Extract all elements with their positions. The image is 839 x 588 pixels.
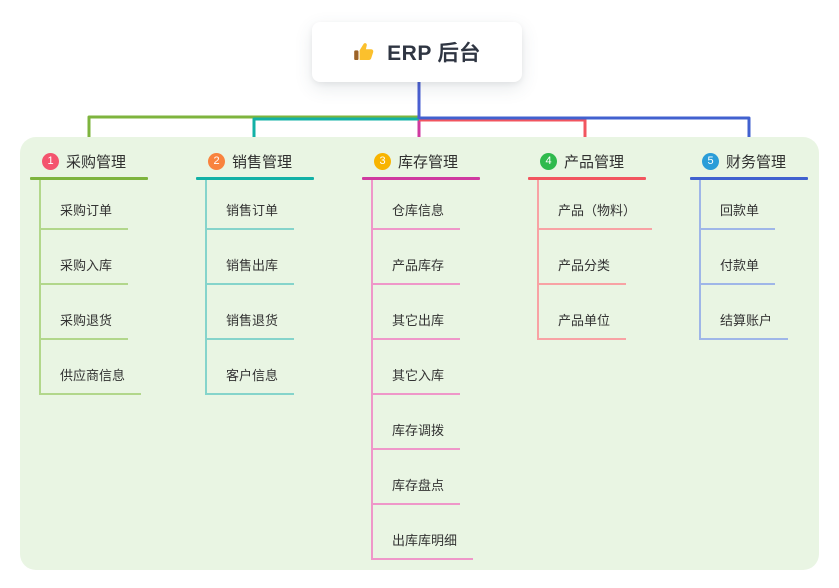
child-node-label: 出库库明细 — [392, 533, 458, 548]
branch-underline — [30, 177, 148, 180]
child-node[interactable]: 回款单 — [701, 180, 776, 230]
branch-underline — [362, 177, 480, 180]
child-node-label: 库存调拨 — [392, 423, 445, 438]
child-node-label: 产品（物料） — [558, 203, 637, 218]
child-node-label: 供应商信息 — [60, 368, 126, 383]
branch-node-label: 销售管理 — [232, 153, 293, 171]
branch-column: 1 采购管理 采购订单采购入库采购退货供应商信息 — [30, 150, 148, 395]
child-node[interactable]: 仓库信息 — [373, 180, 461, 230]
child-node-label: 销售出库 — [226, 258, 279, 273]
branch-children: 产品（物料） 产品分类产品单位 — [537, 180, 653, 340]
branch-children: 回款单付款单结算账户 — [699, 180, 808, 340]
branch-node[interactable]: 5 财务管理 — [690, 150, 808, 172]
branch-node[interactable]: 1 采购管理 — [30, 150, 148, 172]
child-node[interactable]: 产品单位 — [539, 285, 627, 340]
child-node[interactable]: 销售订单 — [207, 180, 295, 230]
branch-underline — [528, 177, 646, 180]
child-node-label: 采购订单 — [60, 203, 113, 218]
child-node-label: 采购退货 — [60, 313, 113, 328]
branch-underline — [196, 177, 314, 180]
child-node-label: 其它出库 — [392, 313, 445, 328]
branch-node[interactable]: 2 销售管理 — [196, 150, 314, 172]
branch-node-label: 产品管理 — [564, 153, 625, 171]
child-node-label: 仓库信息 — [392, 203, 445, 218]
child-node[interactable]: 其它入库 — [373, 340, 461, 395]
child-node[interactable]: 库存盘点 — [373, 450, 461, 505]
child-node[interactable]: 产品分类 — [539, 230, 627, 285]
child-node-label: 回款单 — [720, 203, 760, 218]
child-node-label: 客户信息 — [226, 368, 279, 383]
branch-column: 5 财务管理 回款单付款单结算账户 — [690, 150, 808, 340]
child-node[interactable]: 产品（物料） — [539, 180, 653, 230]
branch-node-label: 采购管理 — [66, 153, 127, 171]
branch-number-badge: 5 — [702, 152, 719, 170]
child-node[interactable]: 客户信息 — [207, 340, 295, 395]
branch-node[interactable]: 4 产品管理 — [528, 150, 652, 172]
branch-node-label: 财务管理 — [726, 153, 787, 171]
branch-number-badge: 1 — [42, 152, 59, 170]
branch-column: 3 库存管理 仓库信息产品库存其它出库其它入库库存调拨库存盘点出库库明细 — [362, 150, 480, 560]
child-node-label: 产品分类 — [558, 258, 611, 273]
branch-column: 2 销售管理 销售订单销售出库销售退货客户信息 — [196, 150, 314, 395]
child-node[interactable]: 销售退货 — [207, 285, 295, 340]
child-node[interactable]: 库存调拨 — [373, 395, 461, 450]
child-node[interactable]: 结算账户 — [701, 285, 789, 340]
child-node-label: 销售退货 — [226, 313, 279, 328]
branch-number-badge: 4 — [540, 152, 557, 170]
child-node[interactable]: 采购入库 — [41, 230, 129, 285]
child-node[interactable]: 销售出库 — [207, 230, 295, 285]
child-node[interactable]: 付款单 — [701, 230, 776, 285]
branch-node[interactable]: 3 库存管理 — [362, 150, 480, 172]
child-node-label: 库存盘点 — [392, 478, 445, 493]
child-node-label: 付款单 — [720, 258, 760, 273]
child-node[interactable]: 供应商信息 — [41, 340, 142, 395]
child-node-label: 结算账户 — [720, 313, 773, 328]
child-node[interactable]: 其它出库 — [373, 285, 461, 340]
branch-number-badge: 3 — [374, 152, 391, 170]
branch-children: 采购订单采购入库采购退货供应商信息 — [39, 180, 148, 395]
child-node-label: 采购入库 — [60, 258, 113, 273]
branches-panel: 1 采购管理 采购订单采购入库采购退货供应商信息 2 销售管理 销售订单销售出库… — [20, 137, 819, 570]
child-node-label: 销售订单 — [226, 203, 279, 218]
branch-number-badge: 2 — [208, 152, 225, 170]
child-node[interactable]: 产品库存 — [373, 230, 461, 285]
root-node-label: ERP 后台 — [387, 42, 481, 65]
branch-column: 4 产品管理 产品（物料） 产品分类产品单位 — [528, 150, 653, 340]
branch-children: 销售订单销售出库销售退货客户信息 — [205, 180, 314, 395]
branch-underline — [690, 177, 808, 180]
child-node-label: 产品单位 — [558, 313, 611, 328]
root-node[interactable]: ERP 后台 — [312, 22, 522, 82]
child-node[interactable]: 出库库明细 — [373, 505, 474, 560]
branch-children: 仓库信息产品库存其它出库其它入库库存调拨库存盘点出库库明细 — [371, 180, 480, 560]
thumbs-up-icon — [353, 40, 377, 64]
branch-node-label: 库存管理 — [398, 153, 459, 171]
child-node-label: 其它入库 — [392, 368, 445, 383]
child-node[interactable]: 采购订单 — [41, 180, 129, 230]
child-node-label: 产品库存 — [392, 258, 445, 273]
child-node[interactable]: 采购退货 — [41, 285, 129, 340]
